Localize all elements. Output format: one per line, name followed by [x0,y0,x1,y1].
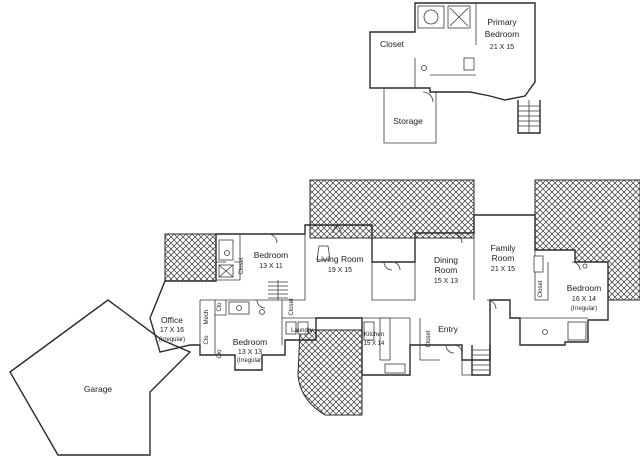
outdoor-decks [164,179,640,416]
closet-tag-bed1: Closet [239,257,245,274]
bed1-shower-mark [218,264,234,278]
family-room-label-1: Family [490,243,516,253]
bedroom-1-dims: 13 X 11 [259,263,283,270]
hall-stairs [268,281,288,299]
kitchen-fridge [363,321,375,341]
washer [285,321,297,335]
garage-outline [9,299,192,456]
main-stairs [471,345,491,376]
tub-basin [423,9,439,25]
garage: Garage [9,299,192,456]
left-patio [164,233,217,282]
rear-deck [309,179,475,239]
front-patio [297,329,363,416]
living-room-dims: 19 X 15 [328,267,352,274]
office-note: (Irregular) [159,337,185,343]
living-room-label: Living Room [316,254,363,264]
clo-tag-office-c: Clo [204,335,210,345]
closet-tag-entry: Closet [426,330,432,347]
right-deck [534,179,640,301]
bed2-toilet [259,309,265,315]
bed3-bathtub [567,321,587,341]
main-floor [149,214,609,376]
upper-sink [463,57,475,71]
shower-mark [449,7,469,27]
closet-tag-bed1-hall: Closet [289,298,295,315]
family-fireplace-icon [533,255,544,273]
room-labels: Bedroom 13 X 11 Living Room 19 X 15 Dini… [159,243,601,364]
living-fireplace-icon [316,245,331,261]
bed3-toilet [542,329,548,335]
clo-tag-bed2: Clo [217,349,223,359]
bedroom-3-dims: 16 X 14 [572,296,596,303]
primary-bedroom-dims: 21 X 15 [490,44,514,51]
family-room-dims: 21 X 15 [491,266,515,273]
kitchen-range [384,363,406,374]
bed2-sink [236,305,242,311]
mech-tag-office: Mech [204,310,210,325]
upper-stairs [517,100,541,134]
kitchen-island [379,317,391,361]
entry-label: Entry [438,324,459,334]
kitchen-label: Kitchen [364,332,384,338]
dining-room-label-2: Room [435,265,458,275]
bedroom-3-label: Bedroom [567,283,602,293]
bedroom-1-label: Bedroom [254,250,289,260]
bedroom-2-label: Bedroom [233,337,268,347]
storage-outline [370,87,437,144]
primary-bedroom-label-2: Bedroom [485,29,520,39]
upper-floor-outline [369,2,536,101]
family-room-label-2: Room [492,253,515,263]
bedroom-3-note: (Irregular) [571,306,597,312]
clo-tag-office-a: Clo [217,302,223,312]
storage-label: Storage [393,116,423,126]
garage-office-wall [149,317,161,353]
dining-room-dims: 15 X 13 [434,278,458,285]
dryer [297,321,309,335]
bed3-sink [582,263,588,269]
office-label: Office [161,315,183,325]
dining-room-label-1: Dining [434,255,458,265]
primary-bedroom-label-1: Primary [487,17,517,27]
kitchen-dims: 15 X 14 [364,341,385,347]
bedroom-2-dims: 13 X 13 [238,349,262,356]
upper-closet-label: Closet [380,39,405,49]
upper-toilet [421,65,427,71]
garage-label: Garage [84,384,113,394]
upper-floor: Primary Bedroom 21 X 15 Closet Storage [369,2,541,144]
main-floor-outline [149,214,609,376]
bed1-toilet [224,250,230,256]
closet-tag-bed3: Closet [538,280,544,297]
bedroom-2-note: (Irregular) [237,358,263,364]
storage-door-swing [422,91,434,103]
bed1-bath-counter [218,239,234,261]
laundry-label: Laundry [291,328,313,334]
door-swings [256,224,581,354]
office-dims: 17 X 16 [160,327,184,334]
